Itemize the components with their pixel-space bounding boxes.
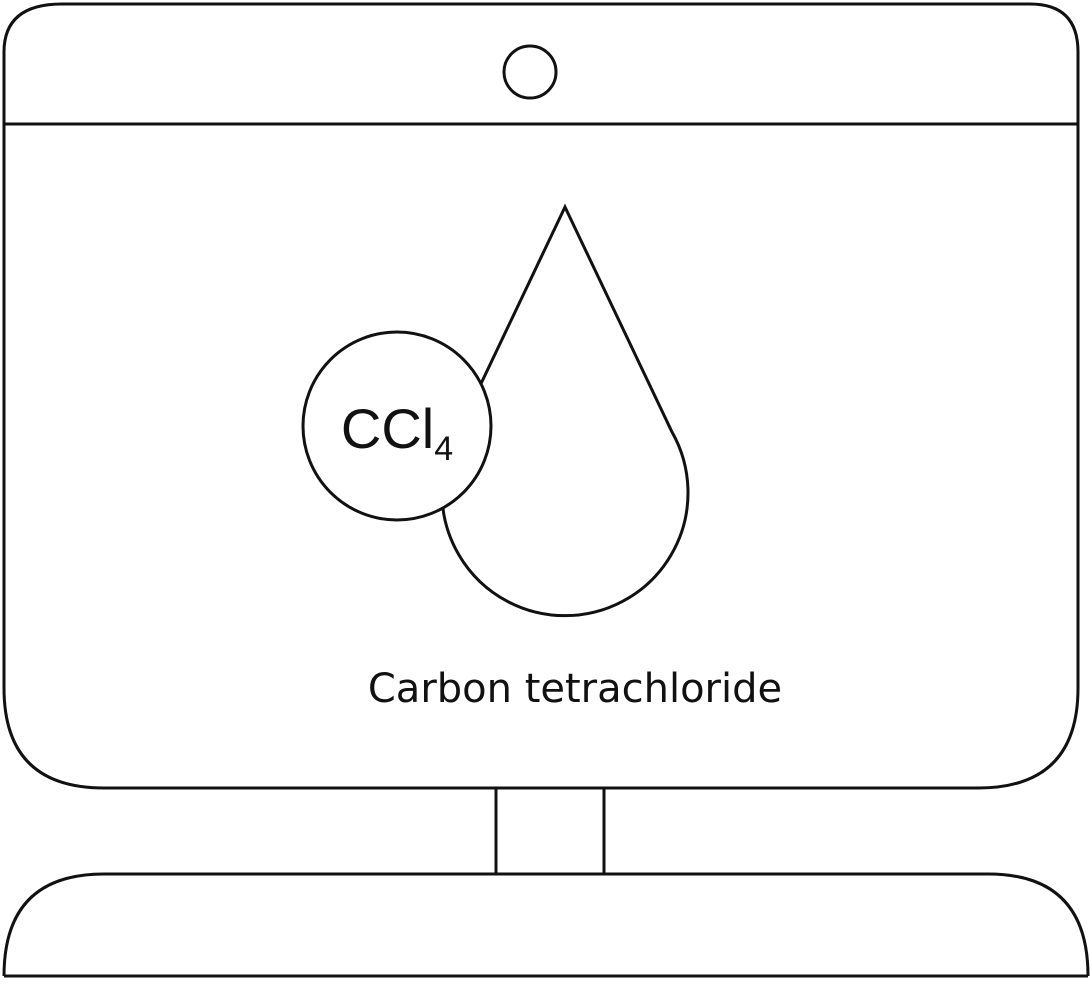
formula-subscript: 4 [434, 430, 453, 468]
formula-badge [301, 330, 493, 522]
formula-badge-icon: CCl4 [301, 330, 493, 522]
formula-label: CCl4 [341, 397, 453, 468]
formula-main: CCl [341, 397, 434, 460]
monitor-base [2, 872, 1090, 977]
camera-icon [502, 44, 558, 100]
compound-caption: Carbon tetrachloride [368, 666, 782, 712]
